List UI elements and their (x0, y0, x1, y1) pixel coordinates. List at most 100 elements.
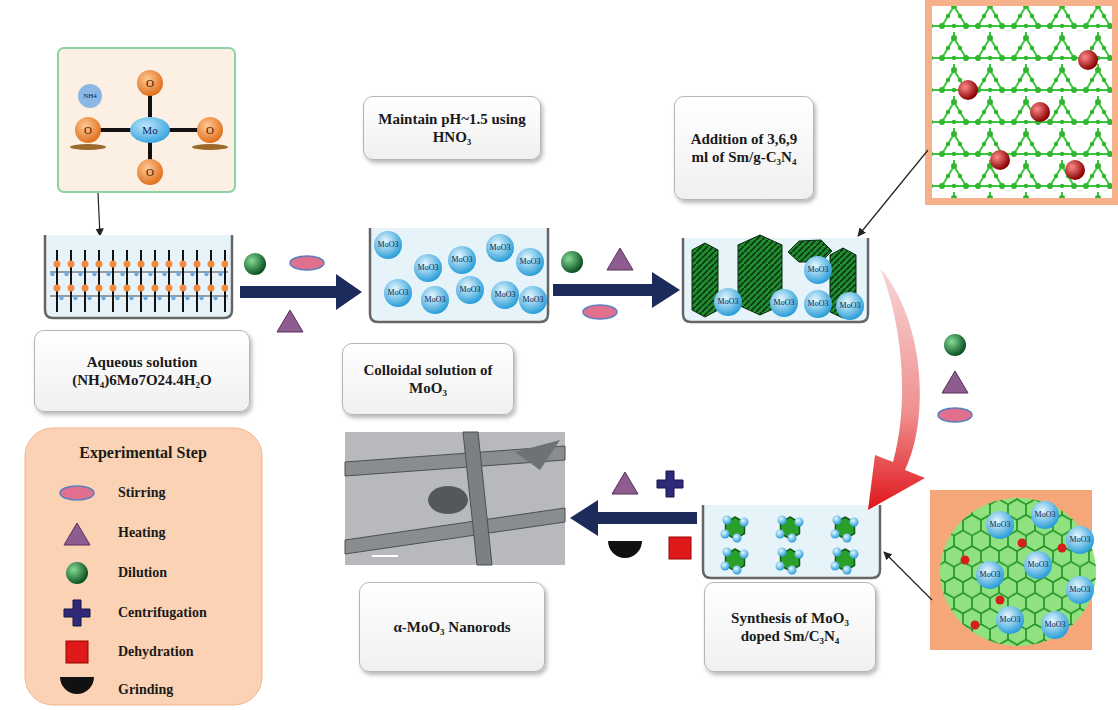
legend-panel (25, 428, 262, 705)
legend-entry: Stirring (118, 485, 165, 500)
atom-label: O (84, 125, 92, 136)
process-arrow (553, 272, 680, 308)
molecule-inset (75, 117, 101, 143)
sphere-label: MoO3 (808, 266, 829, 274)
composite-inset (996, 596, 1005, 605)
step-icon (607, 248, 633, 270)
atom-label: O (206, 125, 214, 136)
molecule-inset (130, 117, 170, 143)
sm-gcn-inset (1078, 50, 1098, 70)
sphere-label: MoO3 (808, 300, 829, 308)
sphere-label: MoO3 (980, 571, 1001, 579)
sphere-label: MoO3 (495, 291, 516, 299)
step-icon (657, 471, 683, 497)
beaker (370, 228, 548, 322)
box-text: Addition of 3,6,9 ml of Sm/g-C₃N₄ (681, 130, 807, 166)
process-box: Aqueous solution (NH₄)6Mo7O24.4H₂O (34, 330, 250, 412)
atom-label: O (146, 78, 154, 89)
sphere-label: MoO3 (1045, 621, 1066, 629)
process-box: Synthesis of MoO₃ doped Sm/C₃N₄ (704, 582, 876, 672)
sphere-label: MoO3 (1070, 586, 1091, 594)
box-text: Maintain pH~1.5 using HNO₃ (370, 110, 534, 146)
box-text: Aqueous solution (NH₄)6Mo7O24.4H₂O (41, 353, 243, 389)
legend-panel (60, 486, 94, 500)
process-arrow (240, 274, 362, 310)
step-icon (244, 253, 266, 275)
molecule-inset (137, 159, 163, 185)
tem-image (428, 486, 468, 514)
tem-image (345, 432, 565, 565)
step-icon (290, 256, 324, 270)
composite-inset (940, 498, 1096, 646)
composite-cluster (721, 516, 749, 543)
moo3-sphere (491, 281, 519, 309)
step-icon (944, 334, 966, 356)
moo3-sphere (770, 289, 798, 317)
moo3-sphere (976, 561, 1004, 589)
molecule-inset (98, 193, 100, 236)
legend-panel (25, 428, 262, 705)
tem-image (345, 508, 565, 554)
moo3-sphere (1024, 551, 1052, 579)
molecule-inset (70, 144, 106, 150)
legend-entry: Dilution (118, 565, 167, 580)
step-icon (561, 251, 583, 273)
moo3-sphere (836, 292, 864, 320)
sphere-label: MoO3 (990, 521, 1011, 529)
sphere-label: MoO3 (523, 296, 544, 304)
moo3-sphere (519, 286, 547, 314)
legend-heading: Experimental Step (79, 445, 207, 461)
moo3-sphere (414, 254, 442, 282)
moo3-sphere (374, 231, 402, 259)
legend-entry: Heating (118, 525, 165, 540)
legend-entry: Grinding (118, 682, 173, 697)
composite-inset (884, 490, 1096, 650)
moo3-sphere (486, 234, 514, 262)
composite-inset (940, 498, 1096, 646)
legend-panel (66, 562, 88, 584)
step-icon (583, 305, 617, 319)
box-text: α-MoO₃ Nanorods (393, 618, 510, 636)
sphere-label: MoO3 (840, 302, 861, 310)
legend-panel (60, 677, 94, 694)
sphere-label: MoO3 (425, 296, 446, 304)
beaker (50, 250, 228, 312)
sphere-label: MoO3 (460, 286, 481, 294)
process-arrow (868, 268, 925, 510)
legend-label: Centrifugation (118, 605, 207, 620)
composite-cluster (776, 548, 804, 575)
moo3-sphere (384, 279, 412, 307)
legend-entry: Centrifugation (118, 605, 207, 620)
moo3-sphere (714, 288, 742, 316)
moo3-sphere (804, 256, 832, 284)
legend-panel (64, 600, 90, 626)
legend-label: Heating (118, 525, 165, 540)
composite-inset (1058, 544, 1067, 553)
composite-cluster (721, 548, 749, 575)
tem-image (372, 555, 398, 557)
sphere-label: MoO3 (1028, 561, 1049, 569)
sphere-label: MoO3 (718, 298, 739, 306)
composite-inset (884, 552, 932, 600)
step-icon (938, 408, 972, 422)
moo3-sphere (448, 246, 476, 274)
tem-image (345, 432, 565, 565)
legend-panel (64, 523, 90, 545)
box-text: Colloidal solution of MoO₃ (349, 361, 507, 397)
sm-gcn-inset (1065, 160, 1085, 180)
sm-gcn-inset (958, 80, 978, 100)
molecule-inset (78, 84, 102, 108)
sphere-label: MoO3 (418, 264, 439, 272)
moo3-sphere (421, 286, 449, 314)
process-box: α-MoO₃ Nanorods (359, 582, 545, 672)
tem-image (515, 440, 560, 470)
step-icon (277, 310, 303, 332)
sm-gcn-inset (858, 0, 1118, 236)
moo3-sphere (996, 606, 1024, 634)
moo3-sphere (1041, 611, 1069, 639)
sm-gcn-inset (858, 150, 928, 236)
molecule-inset (192, 144, 228, 150)
box-text: Synthesis of MoO₃ doped Sm/C₃N₄ (711, 609, 869, 645)
sm-gcn-inset (925, 0, 1118, 205)
